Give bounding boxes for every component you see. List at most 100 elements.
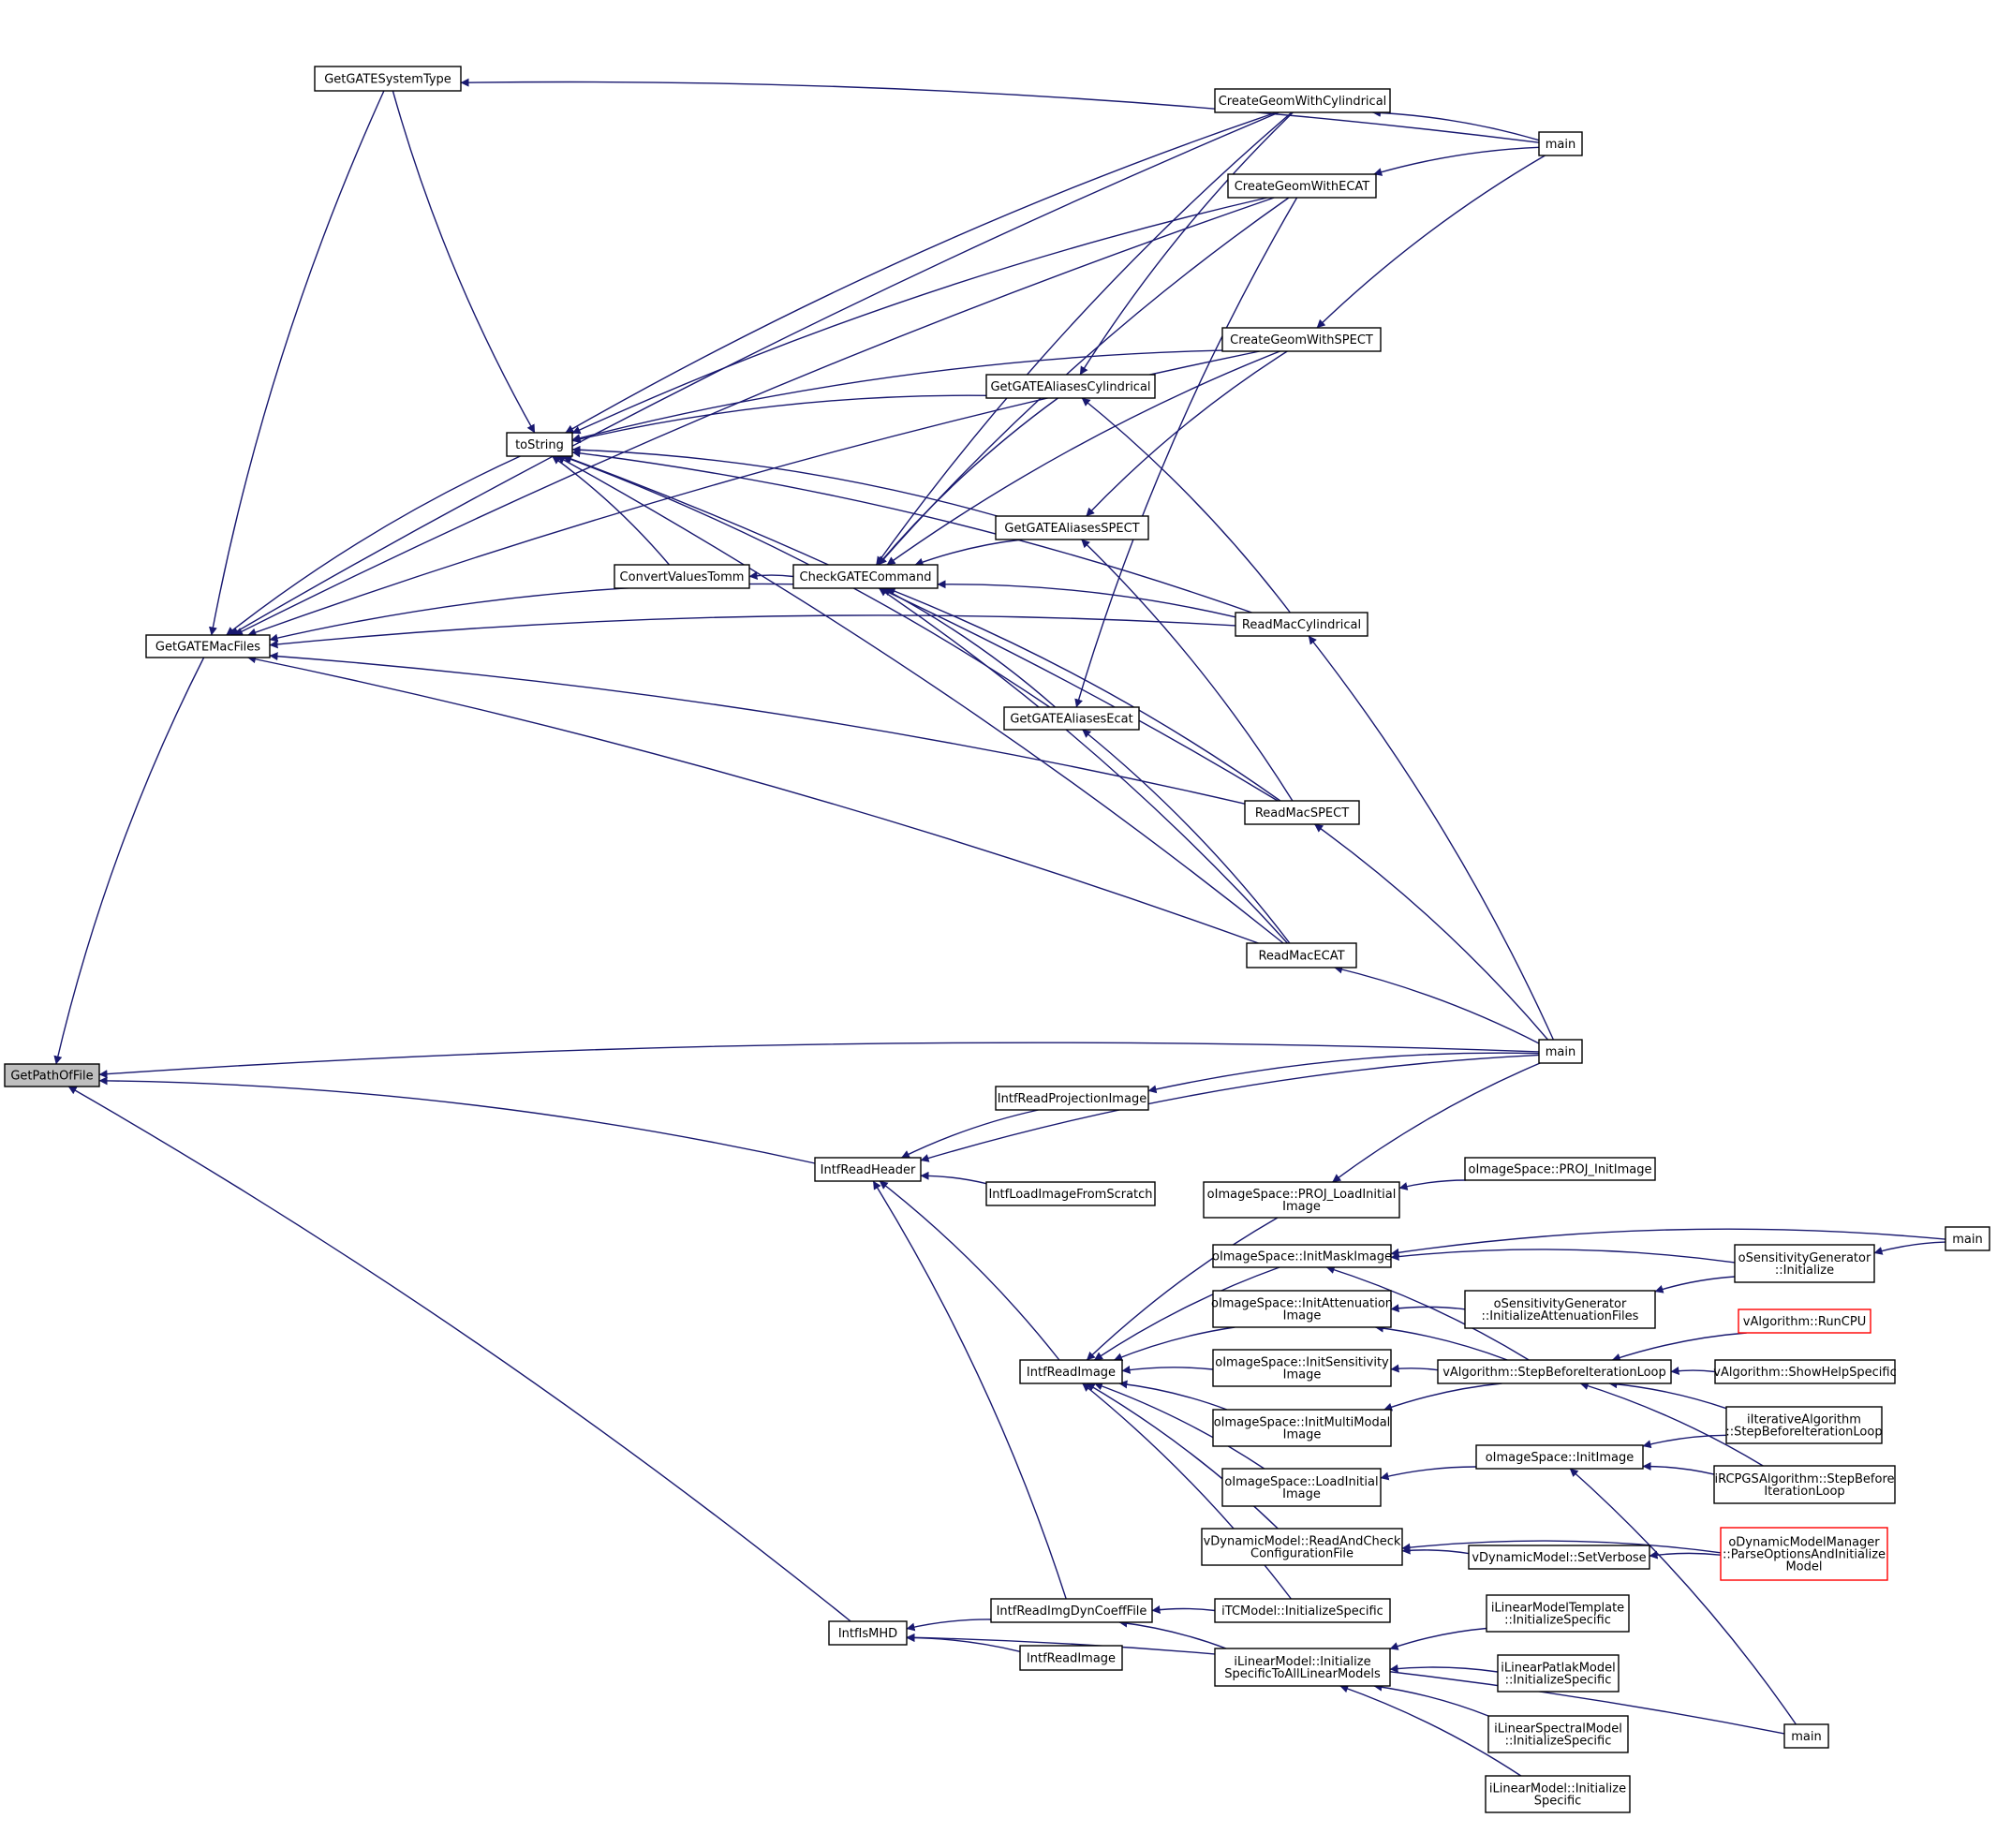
node-box[interactable] bbox=[1212, 1244, 1392, 1268]
node-box[interactable] bbox=[1486, 1594, 1630, 1633]
node-box[interactable] bbox=[1783, 1723, 1829, 1749]
node-box[interactable] bbox=[990, 1598, 1153, 1623]
node-vdynamicmodel_setverbose[interactable]: vDynamicModel::SetVerbose bbox=[1468, 1545, 1650, 1570]
node-ilinearspectralmodel[interactable]: iLinearSpectralModel::InitializeSpecific bbox=[1487, 1715, 1629, 1753]
node-box[interactable] bbox=[985, 374, 1156, 399]
node-main3[interactable]: main bbox=[1945, 1226, 1990, 1251]
node-odynamicmodelmanager[interactable]: oDynamicModelManager::ParseOptionsAndIni… bbox=[1720, 1527, 1888, 1581]
node-ilinearmodeltemplate[interactable]: iLinearModelTemplate::InitializeSpecific bbox=[1486, 1594, 1630, 1633]
node-ilinearmodel_initializespecific[interactable]: iLinearModel::InitializeSpecific bbox=[1485, 1775, 1631, 1813]
node-box[interactable] bbox=[1003, 706, 1140, 731]
node-box[interactable] bbox=[1538, 1039, 1583, 1064]
node-valgorithm_runcpu[interactable]: vAlgorithm::RunCPU bbox=[1738, 1308, 1871, 1334]
node-box[interactable] bbox=[792, 564, 939, 589]
node-readmaccylindrical[interactable]: ReadMacCylindrical bbox=[1235, 612, 1368, 637]
node-box[interactable] bbox=[1019, 1645, 1123, 1671]
node-valgorithm_stepbeforeiterationloop[interactable]: vAlgorithm::StepBeforeIterationLoop bbox=[1437, 1359, 1672, 1384]
node-iiterativealgorithm_step[interactable]: iIterativeAlgorithm::StepBeforeIteration… bbox=[1725, 1406, 1883, 1444]
node-box[interactable] bbox=[1713, 1465, 1896, 1504]
node-box[interactable] bbox=[828, 1620, 908, 1646]
node-main2[interactable]: main bbox=[1538, 1039, 1583, 1064]
node-valgorithm_showhelpspecific[interactable]: vAlgorithm::ShowHelpSpecific bbox=[1713, 1359, 1897, 1384]
node-box[interactable] bbox=[985, 1181, 1156, 1206]
node-getgatemacfiles[interactable]: GetGATEMacFiles bbox=[145, 634, 271, 658]
node-box[interactable] bbox=[4, 1063, 100, 1087]
node-getgatesystemtype[interactable]: GetGATESystemType bbox=[314, 66, 462, 92]
node-getgatealiasescylindrical[interactable]: GetGATEAliasesCylindrical bbox=[985, 374, 1156, 399]
node-box[interactable] bbox=[1725, 1406, 1883, 1444]
node-ircpgs_step[interactable]: iRCPGSAlgorithm::StepBeforeIterationLoop bbox=[1713, 1465, 1896, 1504]
node-box[interactable] bbox=[1464, 1157, 1656, 1181]
node-box[interactable] bbox=[1221, 327, 1382, 352]
node-intfreadprojectionimage[interactable]: IntfReadProjectionImage bbox=[995, 1086, 1149, 1111]
node-itcmodel_initializespecific[interactable]: iTCModel::InitializeSpecific bbox=[1214, 1598, 1391, 1623]
node-readandcheckconfigurationfile[interactable]: vDynamicModel::ReadAndCheckConfiguration… bbox=[1201, 1528, 1403, 1566]
node-oimagespace_initimage[interactable]: oImageSpace::InitImage bbox=[1475, 1444, 1644, 1470]
node-box[interactable] bbox=[1485, 1775, 1631, 1813]
node-osensgen_initattenuationfiles[interactable]: oSensitivityGenerator::InitializeAttenua… bbox=[1464, 1290, 1656, 1329]
node-proj_initimage[interactable]: oImageSpace::PROJ_InitImage bbox=[1464, 1157, 1656, 1181]
node-box[interactable] bbox=[1945, 1226, 1990, 1251]
node-box[interactable] bbox=[1227, 173, 1377, 199]
node-getpathoffile[interactable]: GetPathOfFile bbox=[4, 1063, 100, 1087]
node-tostring[interactable]: toString bbox=[506, 432, 573, 457]
node-box[interactable] bbox=[1246, 942, 1357, 968]
node-box[interactable] bbox=[1487, 1715, 1629, 1753]
node-box[interactable] bbox=[1212, 1349, 1392, 1387]
node-box[interactable] bbox=[1235, 612, 1368, 637]
node-readmacecat[interactable]: ReadMacECAT bbox=[1246, 942, 1357, 968]
node-box[interactable] bbox=[1203, 1181, 1400, 1219]
node-main4[interactable]: main bbox=[1783, 1723, 1829, 1749]
node-readmacspect[interactable]: ReadMacSPECT bbox=[1244, 800, 1360, 825]
node-box[interactable] bbox=[1214, 1598, 1391, 1623]
node-getgatealiasesecat[interactable]: GetGATEAliasesEcat bbox=[1003, 706, 1140, 731]
node-box[interactable] bbox=[1221, 1468, 1382, 1507]
node-box[interactable] bbox=[1475, 1444, 1644, 1470]
node-ilinearpatlakmodel[interactable]: iLinearPatlakModel::InitializeSpecific bbox=[1497, 1654, 1620, 1693]
node-box[interactable] bbox=[1468, 1545, 1650, 1570]
node-getgatealiasesspect[interactable]: GetGATEAliasesSPECT bbox=[995, 515, 1149, 540]
node-box[interactable] bbox=[1201, 1528, 1403, 1566]
node-box[interactable] bbox=[995, 1086, 1149, 1111]
node-box[interactable] bbox=[1734, 1244, 1875, 1283]
node-box[interactable] bbox=[506, 432, 573, 457]
node-checkgatecommand[interactable]: CheckGATECommand bbox=[792, 564, 939, 589]
node-initmaskimage[interactable]: oImageSpace::InitMaskImage bbox=[1212, 1244, 1392, 1268]
node-box[interactable] bbox=[145, 634, 271, 658]
node-intfloadimagefromscratch[interactable]: IntfLoadImageFromScratch bbox=[985, 1181, 1156, 1206]
node-box[interactable] bbox=[314, 66, 462, 92]
node-box[interactable] bbox=[1212, 1290, 1392, 1328]
node-creategeomwithcylindrical[interactable]: CreateGeomWithCylindrical bbox=[1214, 88, 1391, 113]
node-box[interactable] bbox=[1464, 1290, 1656, 1329]
node-box[interactable] bbox=[1437, 1359, 1672, 1384]
node-box[interactable] bbox=[1714, 1359, 1896, 1384]
node-main1[interactable]: main bbox=[1538, 131, 1583, 156]
node-box[interactable] bbox=[995, 515, 1149, 540]
node-creategeomwithecat[interactable]: CreateGeomWithECAT bbox=[1227, 173, 1377, 199]
node-box[interactable] bbox=[1720, 1527, 1888, 1581]
node-box[interactable] bbox=[614, 564, 750, 589]
node-box[interactable] bbox=[1738, 1308, 1871, 1334]
node-box[interactable] bbox=[1214, 1648, 1391, 1687]
node-box[interactable] bbox=[814, 1157, 922, 1182]
node-box[interactable] bbox=[1538, 131, 1583, 156]
node-ilinearmodel_initializespecifictoall[interactable]: iLinearModel::InitializeSpecificToAllLin… bbox=[1214, 1648, 1391, 1687]
node-intfreadheader[interactable]: IntfReadHeader bbox=[814, 1157, 922, 1182]
node-box[interactable] bbox=[1244, 800, 1360, 825]
node-box[interactable] bbox=[1212, 1409, 1392, 1447]
node-osensgen_initialize[interactable]: oSensitivityGenerator::Initialize bbox=[1734, 1244, 1875, 1283]
node-intfreadimage[interactable]: IntfReadImage bbox=[1019, 1359, 1123, 1384]
node-intfismhd[interactable]: IntfIsMHD bbox=[828, 1620, 908, 1646]
node-box[interactable] bbox=[1497, 1654, 1620, 1693]
node-intfreadimgdyncoefffile[interactable]: IntfReadImgDynCoeffFile bbox=[990, 1598, 1153, 1623]
node-box[interactable] bbox=[1019, 1359, 1123, 1384]
node-convertvaluestomm[interactable]: ConvertValuesTomm bbox=[614, 564, 750, 589]
node-intfreadimage2[interactable]: IntfReadImage bbox=[1019, 1645, 1123, 1671]
node-box[interactable] bbox=[1214, 88, 1391, 113]
node-creategeomwithspect[interactable]: CreateGeomWithSPECT bbox=[1221, 327, 1382, 352]
